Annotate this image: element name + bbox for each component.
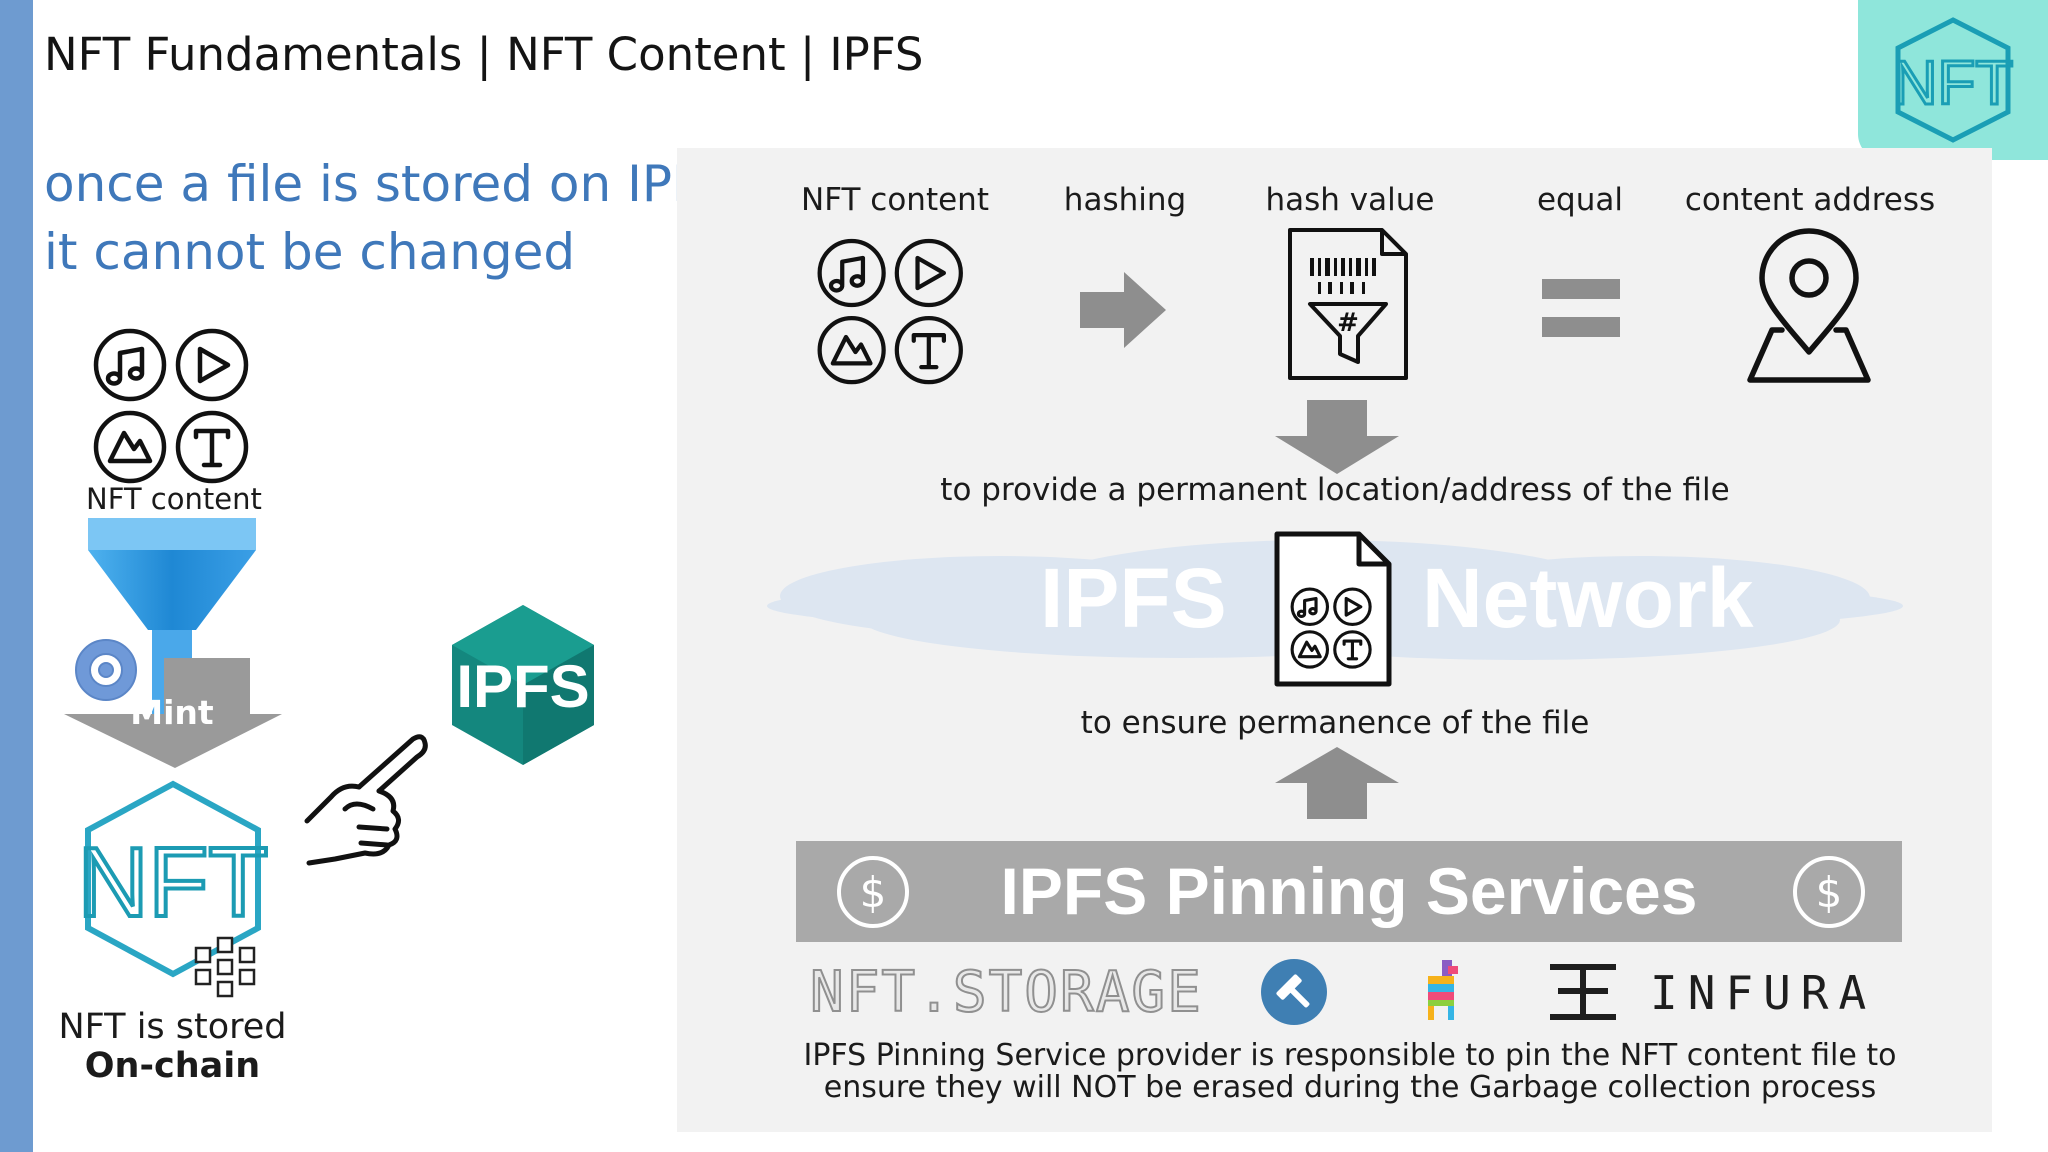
nft-hexagon-logo-icon: NFT: [1891, 17, 2015, 143]
down-arrow-icon: [1275, 400, 1399, 474]
music-note-icon: [817, 238, 886, 308]
flow-label-hash-value: hash value: [1265, 182, 1435, 218]
ensure-permanence-text: to ensure permanence of the file: [1080, 705, 1590, 741]
currency-symbol-left: $: [860, 868, 887, 917]
ipfs-logo-text: IPFS: [456, 653, 589, 720]
image-icon: [817, 316, 886, 385]
slide-subtitle: once a file is stored on IPFS it cannot …: [44, 150, 732, 286]
barcode-icon: [1310, 258, 1376, 294]
funnel-icon: [88, 518, 256, 714]
pinata-llama-logo-icon: [1428, 960, 1458, 1020]
music-note-icon: [1290, 587, 1330, 627]
hashing-arrow-icon: [1080, 272, 1166, 348]
mint-arrow-icon: [64, 658, 282, 768]
play-icon: [1333, 587, 1372, 627]
network-word-network: Network: [1422, 551, 1754, 645]
text-icon: [894, 316, 963, 385]
pinning-note-line-2: ensure they will NOT be erased during th…: [823, 1070, 1877, 1105]
equal-sign-icon: [1542, 279, 1620, 337]
nft-content-icons-right: [817, 238, 963, 385]
pinning-services-bar: IPFS Pinning Services $ $: [796, 841, 1902, 942]
stored-file-icon: [1274, 531, 1392, 687]
flow-label-content-address: content address: [1684, 182, 1936, 218]
network-word-ipfs: IPFS: [1040, 551, 1227, 645]
nft-stored-line-1: NFT is stored: [58, 1007, 287, 1047]
pinning-services-title: IPFS Pinning Services: [1000, 854, 1698, 928]
pinata-hammer-logo-icon: [1261, 959, 1327, 1025]
dollar-coin-icon: $: [837, 856, 909, 928]
infura-mark-icon: [1550, 964, 1616, 1020]
nft-onchain-logo: NFT: [76, 780, 270, 998]
nft-stored-caption: NFT is stored On-chain: [50, 1008, 295, 1086]
pointing-hand-icon: [304, 734, 428, 866]
dollar-coin-icon: $: [1793, 856, 1865, 928]
text-icon: [1333, 630, 1372, 669]
up-arrow-icon: [1275, 747, 1399, 819]
permanent-location-text: to provide a permanent location/address …: [940, 472, 1730, 508]
flow-label-nft-content: NFT content: [801, 182, 989, 218]
slide-title: NFT Fundamentals | NFT Content | IPFS: [44, 28, 924, 81]
nft-stored-line-2: On-chain: [84, 1046, 261, 1086]
pinning-note-line-1: IPFS Pinning Service provider is respons…: [803, 1038, 1897, 1073]
pinning-provider-note: IPFS Pinning Service provider is respons…: [780, 1040, 1920, 1104]
gear-icon: [75, 639, 137, 701]
nft-logo-text: NFT: [78, 827, 269, 937]
left-nft-content-label: NFT content: [86, 482, 262, 516]
flow-label-equal: equal: [1536, 182, 1623, 218]
ipfs-cube-logo: IPFS: [452, 605, 594, 765]
flow-label-hashing: hashing: [1063, 182, 1187, 218]
hash-file-icon: #: [1288, 228, 1408, 380]
image-icon: [93, 410, 167, 484]
subtitle-line-1: once a file is stored on IPFS: [44, 155, 732, 213]
play-icon: [175, 328, 249, 402]
blockchain-icon: [194, 936, 256, 998]
location-pin-icon: [1747, 228, 1871, 383]
nft-corner-badge: NFT: [1858, 0, 2048, 160]
infura-logo-text: INFURA: [1650, 966, 1877, 1020]
nft-storage-logo: NFT.STORAGE: [809, 959, 1203, 1026]
mint-label: Mint: [130, 693, 214, 732]
play-icon: [894, 238, 963, 308]
music-note-icon: [93, 328, 167, 402]
mint-funnel-graphic: Mint: [64, 518, 282, 768]
currency-symbol-right: $: [1816, 868, 1843, 917]
subtitle-line-2: it cannot be changed: [44, 223, 576, 281]
image-icon: [1290, 630, 1330, 669]
hash-symbol: #: [1337, 308, 1359, 338]
text-icon: [175, 410, 249, 484]
nft-content-icons-left: [93, 328, 249, 484]
badge-logo-text: NFT: [1893, 49, 2014, 118]
left-accent-bar: [0, 0, 33, 1152]
